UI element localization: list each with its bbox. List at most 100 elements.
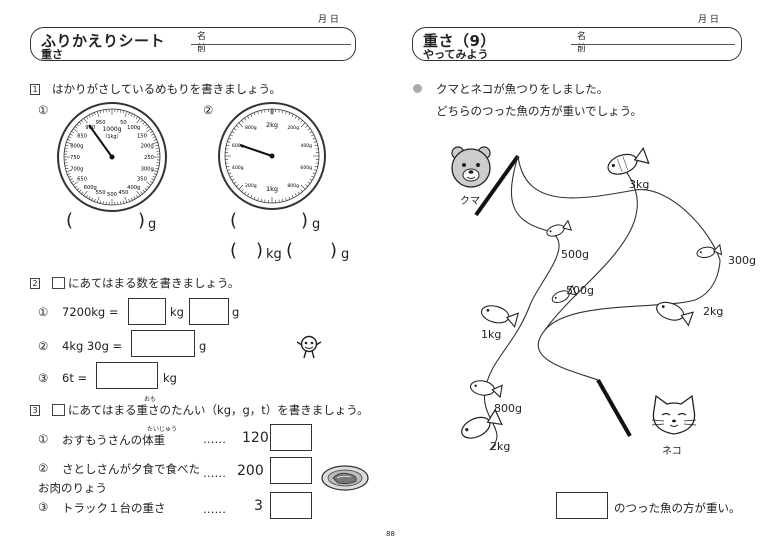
dial-tick bbox=[291, 195, 294, 199]
q2-row3-mark: ③ bbox=[38, 371, 49, 385]
dial-tick bbox=[307, 181, 311, 184]
dial-tick bbox=[72, 181, 79, 186]
dial-tick bbox=[288, 112, 291, 116]
fish-icon bbox=[551, 284, 578, 304]
dial-tick bbox=[69, 178, 73, 181]
name-line bbox=[571, 44, 735, 45]
dial-tick bbox=[300, 120, 303, 123]
dial-tick bbox=[83, 190, 88, 197]
dial-tick bbox=[247, 115, 250, 119]
cat-fishing-line bbox=[537, 259, 721, 381]
dial-tick bbox=[291, 113, 294, 117]
bear-fishing-rod bbox=[474, 154, 520, 217]
q2-row2-mark: ② bbox=[38, 339, 49, 353]
fish-weight-label: 2kg bbox=[703, 305, 724, 318]
q3-row2-value: 200 bbox=[237, 463, 264, 479]
fish-weight-label: 2kg bbox=[490, 440, 511, 453]
q3-row3-value: 3 bbox=[254, 498, 263, 514]
dial-tick bbox=[71, 180, 75, 183]
dial-tick bbox=[74, 126, 78, 129]
dial-tick-label: 800g bbox=[287, 183, 299, 189]
dial-tick bbox=[285, 197, 287, 201]
fish-weight-label: 800g bbox=[494, 402, 522, 415]
dial-tick bbox=[313, 141, 317, 143]
dial-tick bbox=[238, 184, 244, 190]
q2-instruction: にあてはまる数を書きましょう。 bbox=[68, 276, 240, 290]
dial-tick bbox=[253, 196, 256, 200]
q2-row3-input[interactable] bbox=[96, 362, 158, 389]
dial-tick bbox=[130, 197, 133, 201]
dial-tick bbox=[247, 193, 250, 197]
q3-row1-value: 120 bbox=[242, 430, 269, 446]
q3-row2-dots: …… bbox=[203, 466, 226, 480]
q2-row2-lhs: 4kg 30g = bbox=[62, 339, 123, 353]
name-label-1: 名 bbox=[577, 32, 587, 42]
blank-box-example bbox=[52, 277, 65, 289]
dial-tick bbox=[244, 191, 247, 195]
dial-tick-label: 600g bbox=[232, 143, 244, 149]
page-subtitle: やってみよう bbox=[423, 48, 489, 61]
q2-row1-g-input[interactable] bbox=[189, 298, 229, 325]
q2-row2-input[interactable] bbox=[131, 330, 195, 357]
dial-tick-label: 800g bbox=[70, 144, 83, 150]
dial-tick bbox=[64, 147, 68, 149]
q1-answer2b-kg-input[interactable] bbox=[238, 242, 256, 264]
dial-tick-label: 500 bbox=[107, 192, 117, 198]
q1-answer2-input[interactable] bbox=[238, 212, 300, 234]
q3-ruby: おも bbox=[144, 396, 157, 403]
dial-tick bbox=[124, 111, 128, 118]
dial-tick bbox=[153, 139, 157, 141]
question-number: 3 bbox=[30, 405, 40, 416]
page-title: ふりかえりシート bbox=[41, 32, 166, 50]
q3-row3-unit-input[interactable] bbox=[270, 492, 312, 519]
dial-tick bbox=[281, 110, 284, 114]
dial-tick bbox=[146, 126, 150, 129]
q3-row1-unit-input[interactable] bbox=[270, 424, 312, 451]
dial-tick bbox=[146, 185, 150, 188]
bullet-icon bbox=[413, 84, 422, 93]
dial-tick bbox=[294, 193, 297, 197]
dial-tick-label: 750 bbox=[70, 155, 80, 161]
q1-answer1-input[interactable] bbox=[74, 212, 136, 234]
dial-tick bbox=[149, 131, 153, 134]
dial-tick bbox=[300, 122, 306, 128]
q3-row2-mark: ② bbox=[38, 461, 49, 475]
dial-tick bbox=[65, 144, 69, 147]
dial-tick bbox=[78, 189, 82, 193]
dial-tick bbox=[260, 198, 263, 202]
cat-fishing-rod bbox=[596, 379, 632, 437]
mascot-icon bbox=[296, 335, 322, 359]
dial-tick bbox=[142, 121, 146, 125]
dial-tick bbox=[145, 128, 152, 133]
dial-tick bbox=[94, 112, 96, 116]
dial-tick bbox=[140, 119, 143, 123]
dial-tick bbox=[130, 113, 133, 117]
q3-row2-unit-input[interactable] bbox=[270, 457, 312, 484]
dial-tick bbox=[81, 191, 84, 195]
dial-tick-label: 400g bbox=[232, 165, 244, 171]
answer-open-paren: ( bbox=[230, 210, 238, 231]
dial-tick bbox=[142, 189, 146, 193]
intro-line-2: どちらのつった魚の方が重いでしょう。 bbox=[436, 104, 642, 118]
dial-tick bbox=[74, 185, 78, 188]
dial-tick bbox=[257, 111, 259, 115]
dial-tick bbox=[155, 167, 159, 170]
dial-tick bbox=[307, 128, 311, 131]
q2-row1-kg-input[interactable] bbox=[128, 298, 166, 325]
answer-close-paren: ) bbox=[138, 210, 146, 231]
q1-answer2-unit: g bbox=[312, 217, 321, 232]
fish-icon bbox=[469, 380, 503, 399]
dial-tick bbox=[312, 172, 316, 175]
dial-tick bbox=[238, 122, 244, 128]
q2-row1-lhs: 7200kg = bbox=[62, 305, 119, 319]
dial-tick-label: 600g bbox=[300, 165, 312, 171]
dial-tick bbox=[153, 173, 157, 175]
dial-tick bbox=[311, 134, 315, 137]
q1-answer2b-g-input[interactable] bbox=[294, 242, 330, 264]
dial-tick bbox=[300, 184, 306, 190]
dial-tick bbox=[144, 187, 148, 191]
answer-input[interactable] bbox=[556, 492, 608, 519]
dial-tick bbox=[294, 115, 297, 119]
question-number: 2 bbox=[30, 278, 40, 289]
